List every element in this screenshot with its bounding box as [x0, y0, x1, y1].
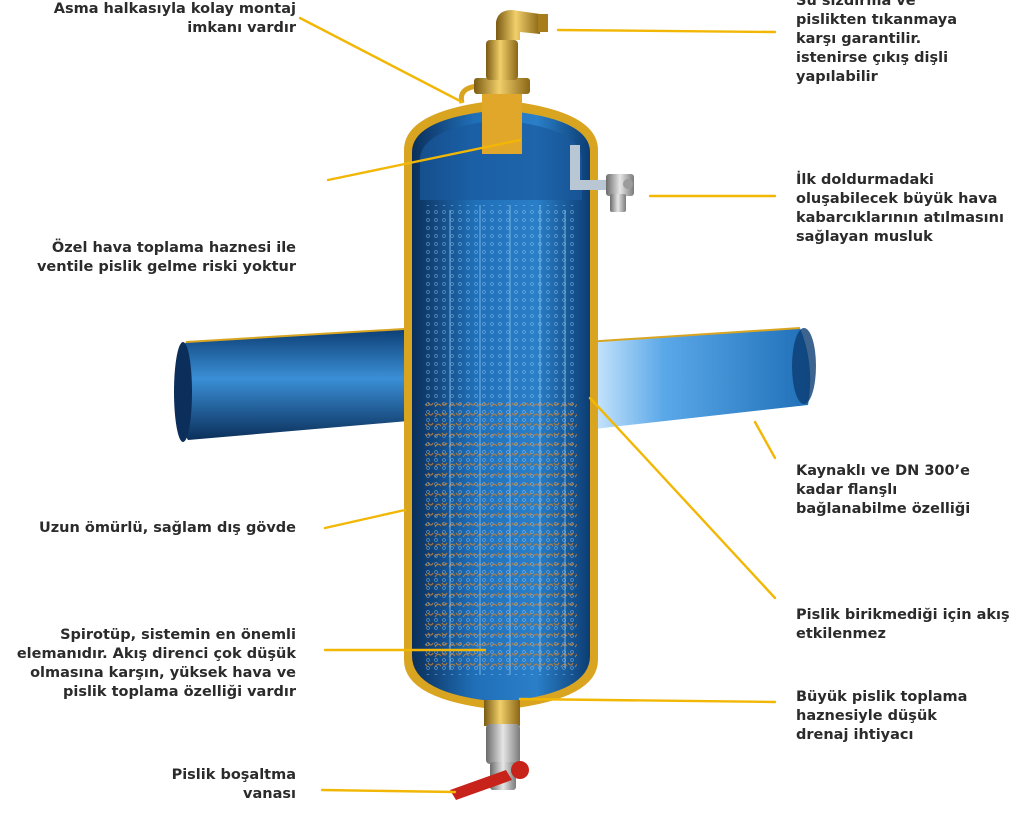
- callout-line: Su sızdırma ve: [796, 0, 957, 11]
- callout-line: drenaj ihtiyacı: [796, 726, 967, 745]
- callout-vent-outlet: Su sızdırma ve pislikten tıkanmaya karşı…: [796, 0, 957, 87]
- callout-line: vanası: [172, 785, 296, 804]
- callout-line: elemanıdır. Akış direnci çok düşük: [17, 645, 296, 664]
- callout-line: etkilenmez: [796, 625, 1010, 644]
- drain-valve-icon: [450, 724, 529, 800]
- callout-line: istenirse çıkış dişli: [796, 49, 957, 68]
- air-vent-elbow-icon: [496, 10, 548, 40]
- callout-line: pislikten tıkanmaya: [796, 11, 957, 30]
- callout-line: sağlayan musluk: [796, 228, 1004, 247]
- callout-line: oluşabilecek büyük hava: [796, 190, 1004, 209]
- callout-line: bağlanabilme özelliği: [796, 500, 970, 519]
- callout-line: ventile pislik gelme riski yoktur: [37, 258, 296, 277]
- callout-line: Kaynaklı ve DN 300’e: [796, 462, 970, 481]
- callout-line: kabarcıklarının atılmasını: [796, 209, 1004, 228]
- callout-line: İlk doldurmadaki: [796, 171, 1004, 190]
- callout-line: Pislik birikmediği için akış: [796, 606, 1010, 625]
- callout-air-chamber: Özel hava toplama haznesi ile ventile pi…: [37, 239, 296, 277]
- callout-line: olmasına karşın, yüksek hava ve: [17, 664, 296, 683]
- callout-line: karşı garantilir.: [796, 30, 957, 49]
- callout-line: Uzun ömürlü, sağlam dış gövde: [39, 519, 296, 538]
- callout-line: Asma halkasıyla kolay montaj: [54, 0, 296, 19]
- callout-connection: Kaynaklı ve DN 300’e kadar flanşlı bağla…: [796, 462, 970, 519]
- callout-line: Özel hava toplama haznesi ile: [37, 239, 296, 258]
- callout-line: Spirotüp, sistemin en önemli: [17, 626, 296, 645]
- callout-stopcock: İlk doldurmadaki oluşabilecek büyük hava…: [796, 171, 1004, 247]
- callout-flow: Pislik birikmediği için akış etkilenmez: [796, 606, 1010, 644]
- callout-mounting-ring: Asma halkasıyla kolay montaj imkanı vard…: [54, 0, 296, 38]
- callout-line: yapılabilir: [796, 68, 957, 87]
- callout-body: Uzun ömürlü, sağlam dış gövde: [39, 519, 296, 538]
- callout-line: imkanı vardır: [54, 19, 296, 38]
- callout-line: kadar flanşlı: [796, 481, 970, 500]
- callout-line: Pislik boşaltma: [172, 766, 296, 785]
- callout-line: pislik toplama özelliği vardır: [17, 683, 296, 702]
- callout-spirotube: Spirotüp, sistemin en önemli elemanıdır.…: [17, 626, 296, 702]
- stopcock-icon: [606, 174, 634, 212]
- callout-line: haznesiyle düşük: [796, 707, 967, 726]
- callout-dirt-chamber: Büyük pislik toplama haznesiyle düşük dr…: [796, 688, 967, 745]
- callout-line: Büyük pislik toplama: [796, 688, 967, 707]
- callout-drain-valve: Pislik boşaltma vanası: [172, 766, 296, 804]
